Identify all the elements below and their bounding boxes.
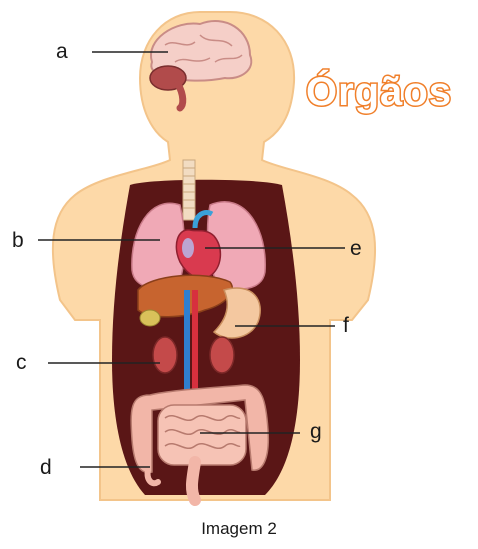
label-f: f bbox=[343, 315, 349, 336]
left-kidney bbox=[153, 337, 177, 373]
aorta bbox=[192, 290, 198, 400]
label-e: e bbox=[350, 238, 362, 259]
trachea bbox=[183, 160, 195, 220]
label-b: b bbox=[12, 230, 24, 251]
label-g: g bbox=[310, 421, 322, 442]
rectum bbox=[192, 462, 195, 500]
small-intestine bbox=[158, 405, 246, 465]
label-c: c bbox=[16, 352, 27, 373]
figure-caption: Imagem 2 bbox=[0, 520, 478, 537]
right-kidney bbox=[210, 337, 234, 373]
organs-title: Órgãos bbox=[306, 72, 452, 112]
vena-cava bbox=[184, 290, 190, 400]
label-a: a bbox=[56, 41, 68, 62]
gallbladder bbox=[140, 310, 160, 326]
label-d: d bbox=[40, 457, 52, 478]
